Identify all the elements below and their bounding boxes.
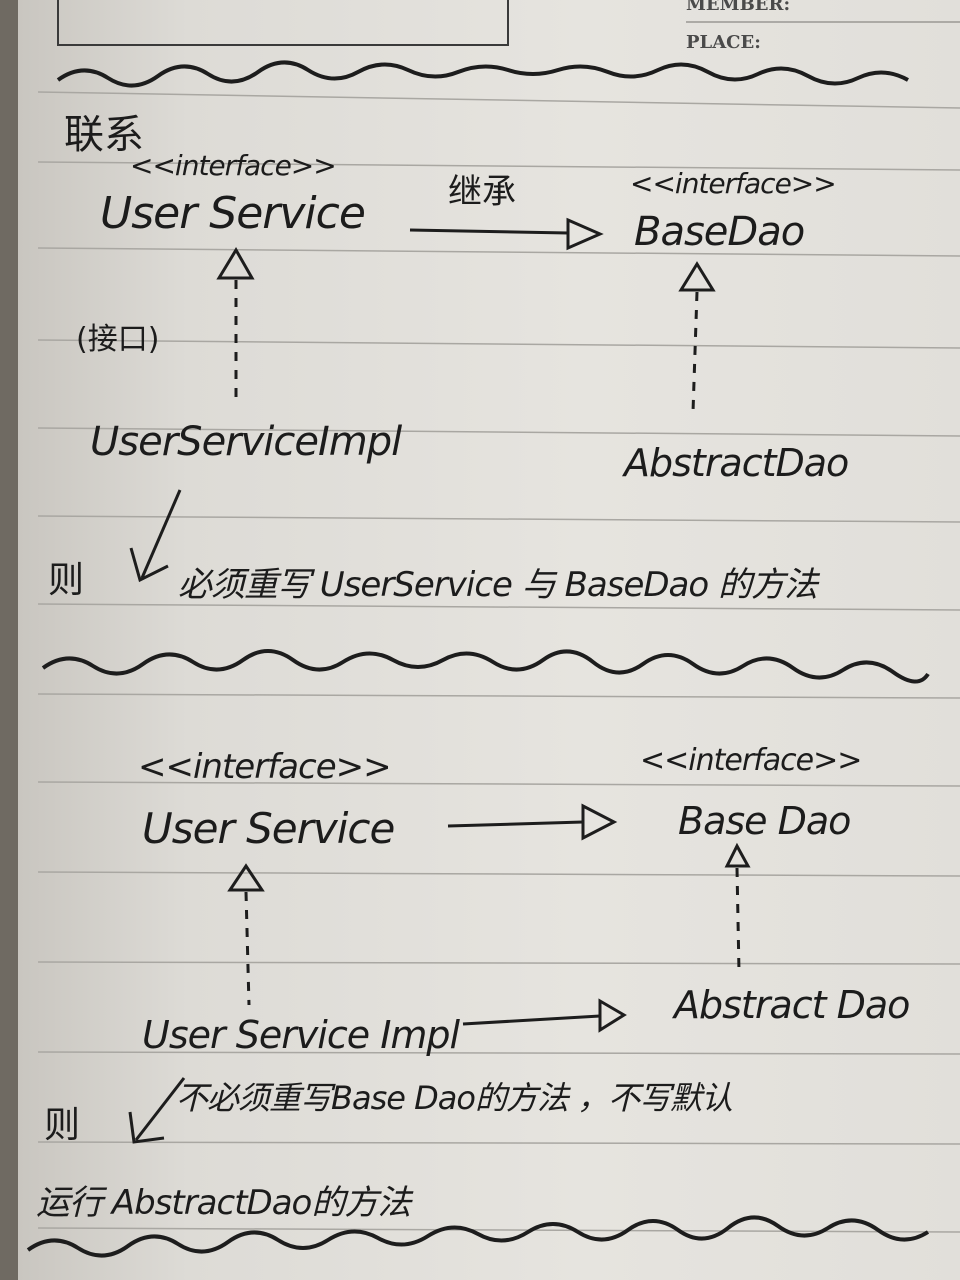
header-box <box>57 0 509 46</box>
arrow-head-interface-2 <box>581 803 618 841</box>
stereotype-user-service-2: <<interface>> <box>138 747 392 787</box>
check-stroke-1 <box>140 489 182 579</box>
base-dao-label-2: Base Dao <box>678 799 851 843</box>
wavy-separator-top <box>56 60 909 88</box>
arrow-inherit-1 <box>409 228 569 235</box>
conclusion-prefix-2: 则 <box>44 1105 81 1146</box>
conclusion-2-line2: 运行 AbstractDao的方法 <box>36 1183 411 1223</box>
arrow-head-impl-1 <box>216 247 255 280</box>
notebook-page: MEMBER: PLACE: 联系 <<interface>> User Ser… <box>18 0 960 1280</box>
arrow-head-impl-2 <box>227 863 265 892</box>
arrow-head-inherit-1 <box>566 217 604 251</box>
base-dao-label-1: BaseDao <box>634 209 805 255</box>
arrow-head-abstract-2 <box>724 842 751 868</box>
check-head-2 <box>128 1111 165 1144</box>
stereotype-user-service-1: <<interface>> <box>130 149 337 182</box>
arrow-head-abstract-1 <box>678 261 716 292</box>
conclusion-prefix-1: 则 <box>48 560 85 601</box>
stereotype-base-dao-1: <<interface>> <box>630 167 837 200</box>
arrow-interface-2 <box>447 820 584 828</box>
inherit-label: 继承 <box>448 172 516 212</box>
dashed-realize-4 <box>735 867 741 973</box>
abstract-dao-label-2: Abstract Dao <box>674 983 910 1027</box>
ruled-lines <box>37 91 960 1233</box>
arrow-head-impl-abstract-2 <box>598 998 627 1033</box>
conclusion-1: 必须重写 UserService 与 BaseDao 的方法 <box>178 565 818 605</box>
page-lines <box>26 0 960 1258</box>
wavy-separator-bottom <box>26 1215 930 1258</box>
place-label: PLACE: <box>686 32 761 53</box>
arrow-impl-abstract-2 <box>462 1014 601 1026</box>
section1-diagram <box>129 217 716 583</box>
check-head-1 <box>129 547 169 583</box>
stereotype-base-dao-2: <<interface>> <box>640 743 862 778</box>
abstract-dao-label-1: AbstractDao <box>624 441 849 485</box>
dashed-realize-3 <box>244 891 251 1006</box>
user-service-label-2: User Service <box>142 804 395 853</box>
dashed-realize-2 <box>691 291 699 413</box>
conclusion-2-line1: 不必须重写Base Dao的方法 ，不写默认 <box>176 1079 733 1117</box>
user-service-label-1: User Service <box>100 188 366 239</box>
interface-note: (接口) <box>76 322 160 357</box>
section-title: 联系 <box>64 112 144 158</box>
impl-label-2: User Service Impl <box>142 1013 460 1057</box>
wavy-separator-middle <box>41 649 930 684</box>
section2-diagram <box>128 803 751 1144</box>
impl-label-1: UserServiceImpl <box>90 419 402 465</box>
check-stroke-2 <box>134 1077 186 1141</box>
member-label: MEMBER: <box>686 0 791 15</box>
